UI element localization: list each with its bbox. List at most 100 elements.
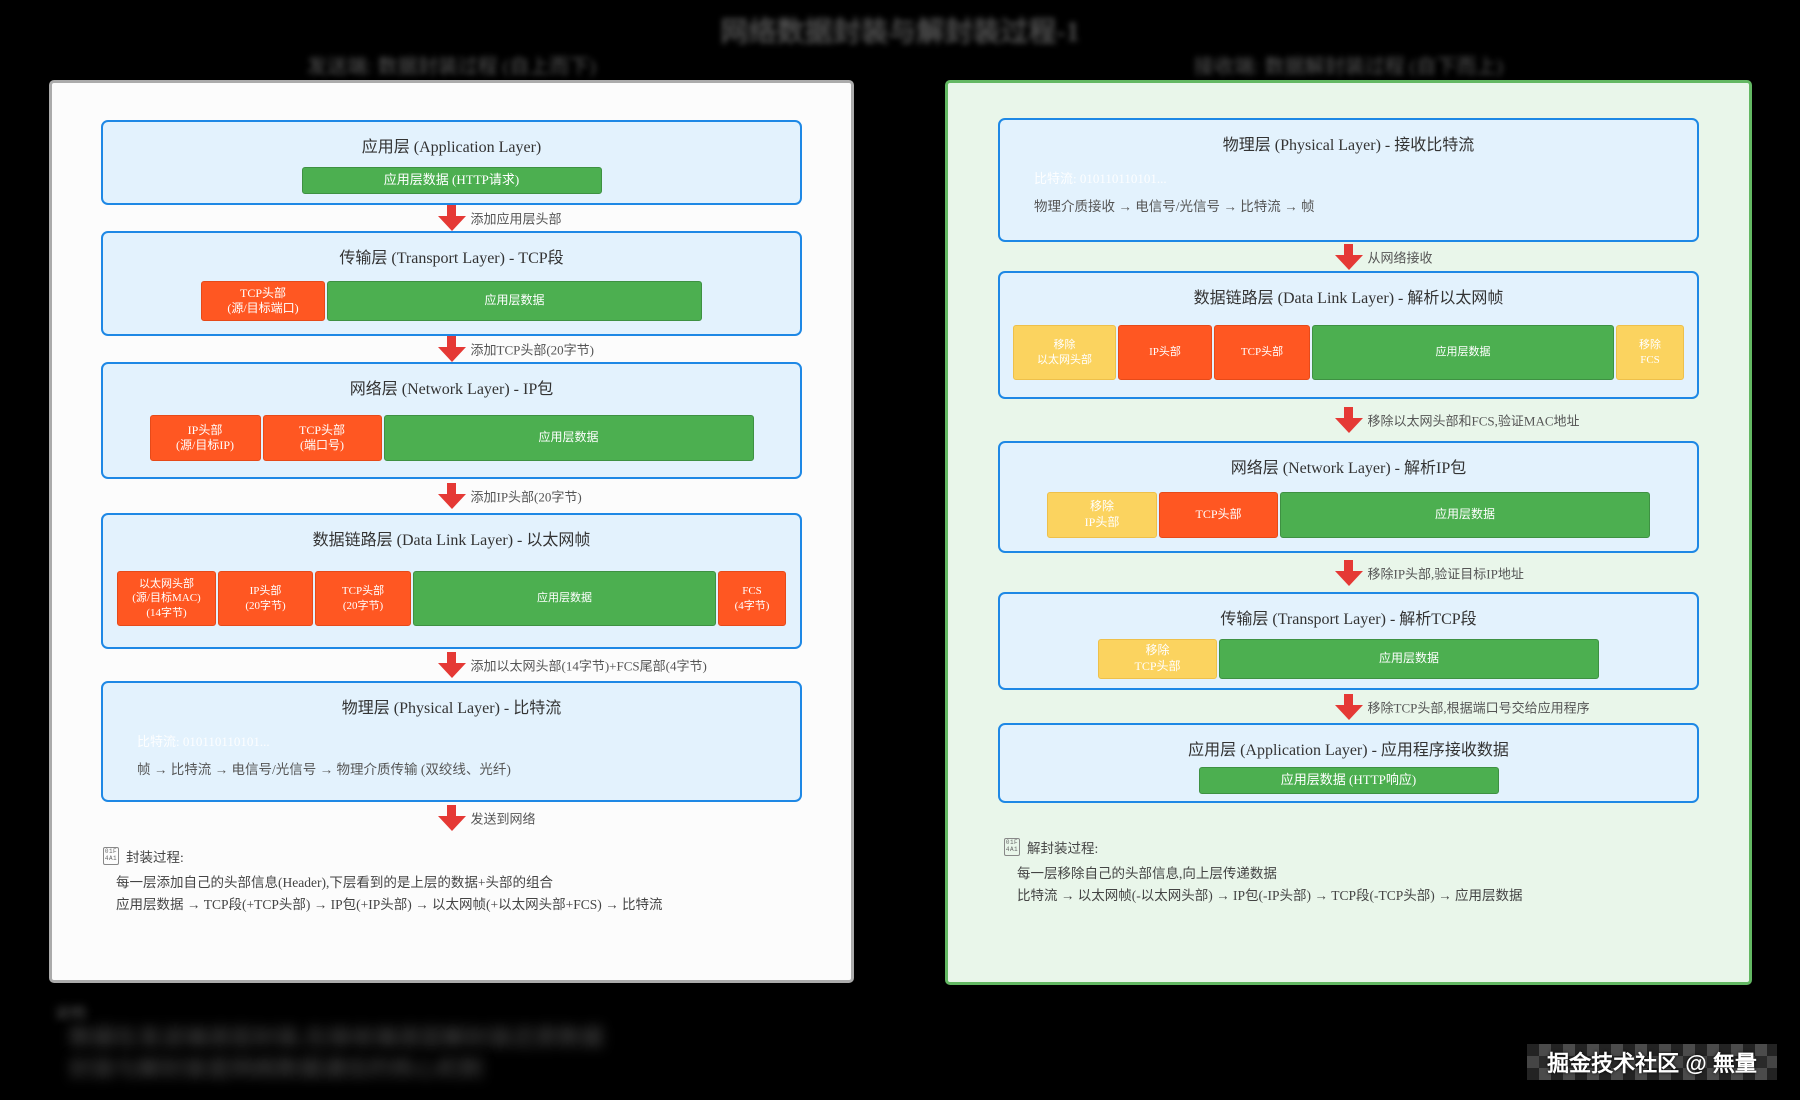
layer-box-physical: 物理层 (Physical Layer) - 接收比特流 比特流: 010110… <box>998 118 1699 242</box>
segment-ip-header: IP头部 (源/目标IP) <box>149 415 261 461</box>
down-arrow-icon <box>1334 407 1363 433</box>
segment-eth-header: 以太网头部 (源/目标MAC) (14字节) <box>117 571 216 626</box>
segment-remove-eth-header: 移除 以太网头部 <box>1013 325 1116 380</box>
right-column-header: 接收端: 数据解封装过程 (自下而上) <box>1194 56 1503 78</box>
arrow-label: 移除IP头部,验证目标IP地址 <box>1367 566 1524 581</box>
down-arrow-icon <box>1334 693 1363 720</box>
bitstream-text: 比特流: 010110110101... <box>137 734 270 749</box>
arrow-label: 移除TCP头部,根据端口号交给应用程序 <box>1367 700 1590 715</box>
note-heading: 01F 4A1 封装过程: <box>103 846 851 866</box>
layer-title: 网络层 (Network Layer) - IP包 <box>349 381 554 398</box>
segment-ip-header: IP头部 (20字节) <box>218 571 313 626</box>
left-column-header: 发送端: 数据封装过程 (自上而下) <box>307 56 596 78</box>
down-arrow-icon <box>1334 559 1363 586</box>
segment-tcp-header: TCP头部 (20字节) <box>315 571 411 626</box>
layer-title: 应用层 (Application Layer) - 应用程序接收数据 <box>1188 742 1509 759</box>
segment-app-data: 应用层数据 <box>327 281 702 321</box>
page-title: 网络数据封装与解封装过程-1 <box>720 17 1080 48</box>
arrow-label: 从网络接收 <box>1367 250 1433 265</box>
decapsulation-note: 01F 4A1 解封装过程: 每一层移除自己的头部信息,向上层传递数据 比特流 … <box>1004 837 1749 906</box>
segment-tcp-header: TCP头部 (端口号) <box>262 415 382 461</box>
tofu-hex-row: 4A1 <box>104 855 118 862</box>
watermark: 掘金技术社区 @ 無量 <box>1527 1044 1777 1080</box>
bitstream-text: 比特流: 010110110101... <box>1034 171 1167 186</box>
arrow-row: 从网络接收 <box>998 242 1699 271</box>
layer-box-network: 网络层 (Network Layer) - IP包 IP头部 (源/目标IP) … <box>101 362 802 479</box>
note-line: 每一层添加自己的头部信息(Header),下层看到的是上层的数据+头部的组合 <box>116 875 553 890</box>
layer-title: 传输层 (Transport Layer) - 解析TCP段 <box>1220 611 1477 628</box>
segment-tcp-header: TCP头部 <box>1159 491 1278 538</box>
note-body: 每一层添加自己的头部信息(Header),下层看到的是上层的数据+头部的组合 应… <box>116 872 851 915</box>
physical-layer-detail: 比特流: 010110110101... 帧 → 比特流 → 电信号/光信号 →… <box>137 731 511 778</box>
flow-text: 物理介质接收 → 电信号/光信号 → 比特流 → 帧 <box>1034 199 1315 214</box>
layer-title: 应用层 (Application Layer) <box>361 139 542 156</box>
arrow-row: 添加TCP头部(20字节) <box>101 336 802 362</box>
segment-remove-ip-header: 移除 IP头部 <box>1047 491 1157 538</box>
segment-remove-tcp-header: 移除 TCP头部 <box>1098 638 1217 679</box>
down-arrow-icon <box>437 652 466 678</box>
segment-app-data: 应用层数据 <box>1219 638 1599 679</box>
arrow-label: 添加应用层头部 <box>470 211 562 227</box>
segment-app-data: 应用层数据 (HTTP请求) <box>301 166 602 194</box>
note-line: 每一层移除自己的头部信息,向上层传递数据 <box>1017 866 1277 881</box>
packet-bar: 以太网头部 (源/目标MAC) (14字节) IP头部 (20字节) TCP头部… <box>117 571 786 626</box>
segment-remove-fcs: 移除 FCS <box>1616 325 1684 380</box>
encapsulation-note: 01F 4A1 封装过程: 每一层添加自己的头部信息(Header),下层看到的… <box>103 846 851 915</box>
packet-bar: 应用层数据 (HTTP请求) <box>301 166 602 194</box>
note-title: 封装过程: <box>126 850 184 865</box>
segment-tcp-header: TCP头部 (源/目标端口) <box>201 281 325 321</box>
bottom-blurred-label: 说明: <box>55 1006 90 1022</box>
segment-app-data: 应用层数据 <box>413 571 716 626</box>
layer-title: 数据链路层 (Data Link Layer) - 解析以太网帧 <box>1193 290 1504 307</box>
arrow-label: 添加以太网头部(14字节)+FCS尾部(4字节) <box>470 658 707 674</box>
arrow-row: 移除IP头部,验证目标IP地址 <box>998 553 1699 592</box>
bottom-blurred-line: 封装与解封装是网络数据通信的核心机制 <box>69 1056 483 1081</box>
note-line: 应用层数据 → TCP段(+TCP头部) → IP包(+IP头部) → 以太网帧… <box>116 896 663 912</box>
layer-box-transport: 传输层 (Transport Layer) - TCP段 TCP头部 (源/目标… <box>101 231 802 336</box>
layer-box-transport: 传输层 (Transport Layer) - 解析TCP段 移除 TCP头部 … <box>998 592 1699 690</box>
down-arrow-icon <box>437 336 466 362</box>
segment-app-data: 应用层数据 <box>1280 491 1650 538</box>
layer-title: 物理层 (Physical Layer) - 比特流 <box>341 700 562 717</box>
note-title: 解封装过程: <box>1027 841 1099 856</box>
layer-box-application: 应用层 (Application Layer) - 应用程序接收数据 应用层数据… <box>998 723 1699 803</box>
layer-title: 网络层 (Network Layer) - 解析IP包 <box>1230 460 1467 477</box>
layer-box-application: 应用层 (Application Layer) 应用层数据 (HTTP请求) <box>101 120 802 205</box>
segment-app-data: 应用层数据 (HTTP响应) <box>1198 767 1499 794</box>
arrow-label: 添加IP头部(20字节) <box>470 489 582 505</box>
arrow-label: 移除以太网头部和FCS,验证MAC地址 <box>1367 413 1580 429</box>
segment-tcp-header: TCP头部 <box>1214 325 1310 380</box>
packet-bar: IP头部 (源/目标IP) TCP头部 (端口号) 应用层数据 <box>149 415 754 461</box>
arrow-row: 移除以太网头部和FCS,验证MAC地址 <box>998 399 1699 441</box>
segment-ip-header: IP头部 <box>1118 325 1212 380</box>
down-arrow-icon <box>437 205 466 231</box>
arrow-label: 发送到网络 <box>470 811 536 827</box>
packet-bar: 应用层数据 (HTTP响应) <box>1198 767 1499 794</box>
arrow-row: 添加IP头部(20字节) <box>101 479 802 513</box>
note-body: 每一层移除自己的头部信息,向上层传递数据 比特流 → 以太网帧(-以太网头部) … <box>1017 863 1749 906</box>
encapsulation-panel: 应用层 (Application Layer) 应用层数据 (HTTP请求) 添… <box>49 80 854 983</box>
packet-bar: TCP头部 (源/目标端口) 应用层数据 <box>201 281 702 321</box>
lightbulb-emoji-tofu-icon: 01F 4A1 <box>1004 838 1020 856</box>
arrow-row: 添加以太网头部(14字节)+FCS尾部(4字节) <box>101 649 802 681</box>
note-heading: 01F 4A1 解封装过程: <box>1004 837 1749 857</box>
tofu-hex-row: 01F <box>104 848 118 856</box>
arrow-row: 发送到网络 <box>101 802 802 834</box>
layer-title: 物理层 (Physical Layer) - 接收比特流 <box>1222 137 1475 154</box>
tofu-hex-row: 01F <box>1005 839 1019 847</box>
down-arrow-icon <box>437 483 466 509</box>
arrow-row: 添加应用层头部 <box>101 205 802 231</box>
decapsulation-panel: 物理层 (Physical Layer) - 接收比特流 比特流: 010110… <box>945 80 1752 985</box>
arrow-row: 移除TCP头部,根据端口号交给应用程序 <box>998 690 1699 723</box>
physical-layer-detail: 比特流: 010110110101... 物理介质接收 → 电信号/光信号 → … <box>1034 168 1315 215</box>
note-line: 比特流 → 以太网帧(-以太网头部) → IP包(-IP头部) → TCP段(-… <box>1017 887 1523 903</box>
layer-box-datalink: 数据链路层 (Data Link Layer) - 解析以太网帧 移除 以太网头… <box>998 271 1699 399</box>
lightbulb-emoji-tofu-icon: 01F 4A1 <box>103 847 119 865</box>
flow-text: 帧 → 比特流 → 电信号/光信号 → 物理介质传输 (双绞线、光纤) <box>137 762 511 777</box>
packet-bar: 移除 IP头部 TCP头部 应用层数据 <box>1047 491 1650 538</box>
down-arrow-icon <box>1334 243 1363 270</box>
segment-app-data: 应用层数据 <box>383 415 754 461</box>
layer-box-network: 网络层 (Network Layer) - 解析IP包 移除 IP头部 TCP头… <box>998 441 1699 553</box>
down-arrow-icon <box>437 805 466 831</box>
